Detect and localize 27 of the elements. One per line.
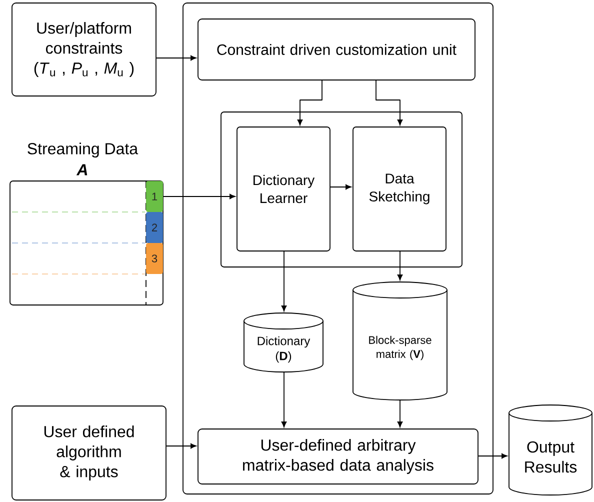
process-box: Dictionary Learner	[236, 126, 330, 252]
arrow	[397, 400, 403, 428]
node-label: A	[76, 164, 88, 176]
arrow	[163, 194, 236, 200]
arrow	[397, 251, 403, 280]
block-tab: 2	[12, 212, 163, 244]
database-cylinder: Output Results	[508, 404, 592, 496]
process-box: Data Sketching	[352, 126, 446, 252]
process-box: User defined algorithm & inputs	[12, 406, 166, 500]
block-tab: 1	[12, 181, 163, 212]
arrow	[376, 80, 403, 126]
container-box	[220, 112, 462, 268]
database-cylinder: Block-sparse matrix (V)	[352, 282, 448, 400]
arrow	[281, 372, 287, 428]
arrow	[478, 453, 508, 459]
container-box	[182, 2, 494, 494]
arrow	[281, 251, 287, 312]
arrow	[297, 80, 322, 126]
process-box: Constraint driven customization unit	[198, 18, 476, 80]
block-tab: 3	[12, 243, 163, 274]
arrow	[166, 443, 196, 449]
process-box: User-defined arbitrary matrix-based data analysis	[198, 428, 478, 484]
arrow	[330, 184, 352, 190]
database-cylinder: Dictionary (D)	[244, 312, 324, 372]
arrow	[156, 55, 196, 61]
process-box: User/platform constraints (T$_{u}$ , P$_{u}$ , M$_{u}$ )	[12, 2, 156, 96]
node-label: Streaming Data	[28, 142, 138, 158]
